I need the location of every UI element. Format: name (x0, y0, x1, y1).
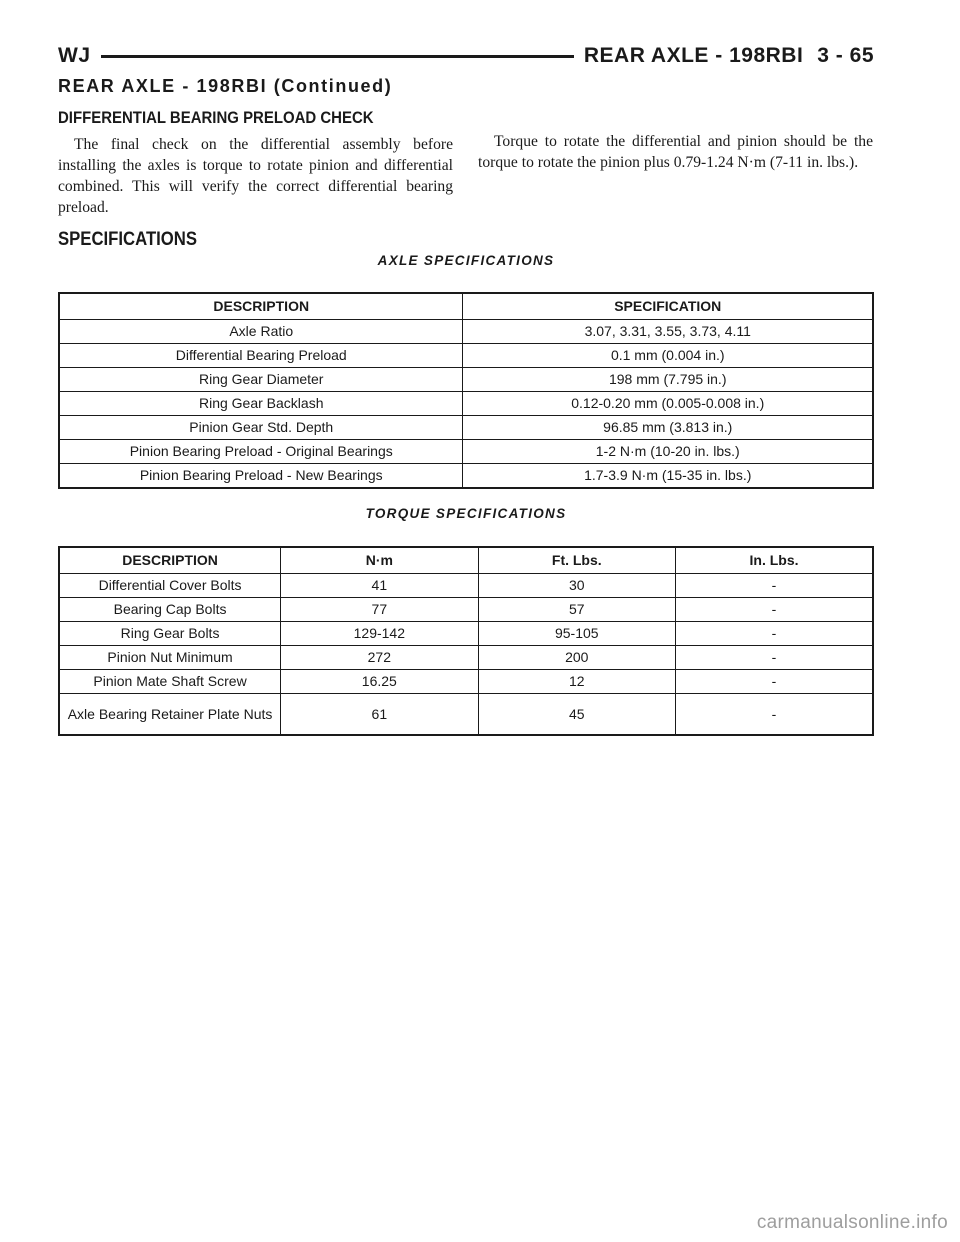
table-cell: 57 (477, 597, 677, 622)
table-cell: Ring Gear Bolts (58, 621, 282, 646)
table-cell: - (675, 645, 874, 670)
header-vehicle-code: WJ (58, 44, 91, 67)
table-cell: Axle Ratio (58, 319, 464, 344)
preload-check-paragraph-2: Torque to rotate the differential and pi… (478, 133, 873, 171)
table-cell: Differential Cover Bolts (58, 573, 282, 598)
specifications-heading: SPECIFICATIONS (58, 229, 198, 250)
table-cell: Pinion Gear Std. Depth (58, 415, 464, 440)
preload-check-heading: DIFFERENTIAL BEARING PRELOAD CHECK (58, 108, 374, 127)
table-cell: Axle Bearing Retainer Plate Nuts (58, 693, 282, 736)
column-header: SPECIFICATION (462, 292, 874, 320)
column-header: Ft. Lbs. (477, 546, 677, 574)
preload-check-right-column: Torque to rotate the differential and pi… (478, 131, 873, 173)
table-cell: 0.1 mm (0.004 in.) (462, 343, 874, 368)
table-cell: 272 (280, 645, 479, 670)
table-cell: - (675, 621, 874, 646)
table-cell: Bearing Cap Bolts (58, 597, 282, 622)
header-page-number: 3 - 65 (817, 44, 874, 67)
table-cell: 77 (280, 597, 479, 622)
header-section-title: REAR AXLE - 198RBI (583, 44, 804, 67)
axle-specs-caption: AXLE SPECIFICATIONS (377, 253, 555, 268)
torque-specs-table: DESCRIPTION N·m Ft. Lbs. In. Lbs. Differ… (58, 546, 874, 736)
table-cell: - (675, 597, 874, 622)
table-cell: 129-142 (280, 621, 479, 646)
column-header: N·m (280, 546, 479, 574)
table-cell: 12 (477, 669, 677, 694)
preload-check-paragraph-1: The final check on the differential asse… (58, 136, 453, 216)
table-cell: - (675, 693, 874, 736)
table-cell: 96.85 mm (3.813 in.) (462, 415, 874, 440)
page-header: WJ REAR AXLE - 198RBI 3 - 65 (58, 42, 874, 70)
table-cell: Pinion Mate Shaft Screw (58, 669, 282, 694)
table-cell: 200 (477, 645, 677, 670)
table-cell: 95-105 (477, 621, 677, 646)
table-cell: Pinion Bearing Preload - New Bearings (58, 463, 464, 489)
table-cell: - (675, 669, 874, 694)
table-cell: 45 (477, 693, 677, 736)
table-cell: Pinion Bearing Preload - Original Bearin… (58, 439, 464, 464)
table-cell: 1-2 N·m (10-20 in. lbs.) (462, 439, 874, 464)
table-cell: Ring Gear Diameter (58, 367, 464, 392)
table-cell: Differential Bearing Preload (58, 343, 464, 368)
table-cell: 30 (477, 573, 677, 598)
table-cell: Ring Gear Backlash (58, 391, 464, 416)
table-header-row: DESCRIPTION SPECIFICATION (58, 292, 874, 320)
table-cell: 3.07, 3.31, 3.55, 3.73, 4.11 (462, 319, 874, 344)
table-cell: 41 (280, 573, 479, 598)
table-cell: 61 (280, 693, 479, 736)
torque-specs-caption: TORQUE SPECIFICATIONS (365, 506, 567, 521)
column-header: DESCRIPTION (58, 546, 282, 574)
table-header-row: DESCRIPTION N·m Ft. Lbs. In. Lbs. (58, 546, 874, 574)
header-rule (100, 54, 574, 58)
column-header: In. Lbs. (675, 546, 874, 574)
continued-title: REAR AXLE - 198RBI (Continued) (58, 76, 393, 96)
column-header: DESCRIPTION (58, 292, 464, 320)
preload-check-left-column: DIFFERENTIAL BEARING PRELOAD CHECK The f… (58, 108, 453, 218)
table-cell: - (675, 573, 874, 598)
table-cell: 1.7-3.9 N·m (15-35 in. lbs.) (462, 463, 874, 489)
table-cell: Pinion Nut Minimum (58, 645, 282, 670)
table-cell: 0.12-0.20 mm (0.005-0.008 in.) (462, 391, 874, 416)
table-cell: 198 mm (7.795 in.) (462, 367, 874, 392)
table-row: Pinion Bearing Preload - Original Bearin… (58, 439, 874, 464)
table-cell: 16.25 (280, 669, 479, 694)
watermark: carmanualsonline.info (756, 1212, 948, 1233)
